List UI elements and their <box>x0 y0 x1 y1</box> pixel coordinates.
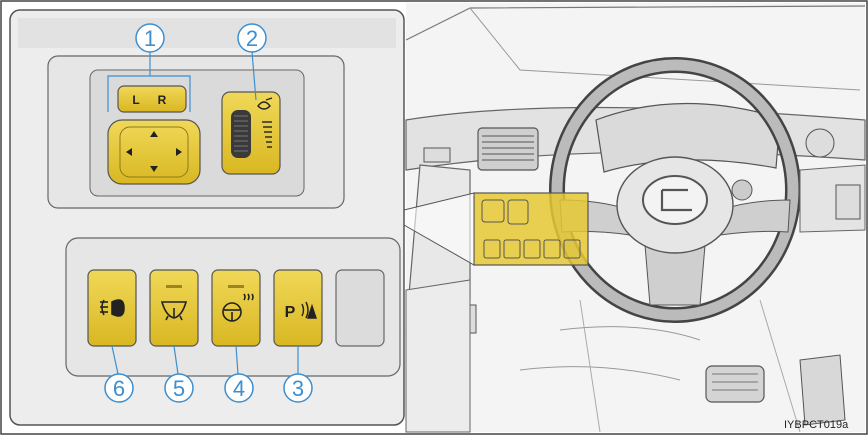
callout-6: 6 <box>105 374 133 402</box>
mirror-left-label: L <box>132 93 139 107</box>
highlighted-switch-area <box>474 193 588 265</box>
svg-text:3: 3 <box>292 376 304 401</box>
parking-assist-button[interactable] <box>274 270 322 346</box>
mirror-adjust-pad[interactable] <box>108 120 200 184</box>
mirror-right-label: R <box>158 93 167 107</box>
parking-assist-label: P <box>285 304 296 321</box>
svg-text:1: 1 <box>144 26 156 51</box>
image-code: IYBPCT019a <box>784 419 849 431</box>
svg-text:4: 4 <box>233 376 245 401</box>
steering-heater-button[interactable] <box>212 270 260 346</box>
callout-3: 3 <box>284 374 312 402</box>
svg-text:5: 5 <box>173 376 185 401</box>
svg-text:2: 2 <box>246 26 258 51</box>
callout-4: 4 <box>225 374 253 402</box>
magnified-switch-panel <box>10 10 404 425</box>
callout-5: 5 <box>165 374 193 402</box>
mirror-lr-selector[interactable] <box>118 86 186 112</box>
blank-switch <box>336 270 384 346</box>
indicator-light <box>166 285 182 288</box>
indicator-light <box>228 285 244 288</box>
callout-1: 1 <box>136 24 164 52</box>
callout-2: 2 <box>238 24 266 52</box>
svg-text:6: 6 <box>113 376 125 401</box>
